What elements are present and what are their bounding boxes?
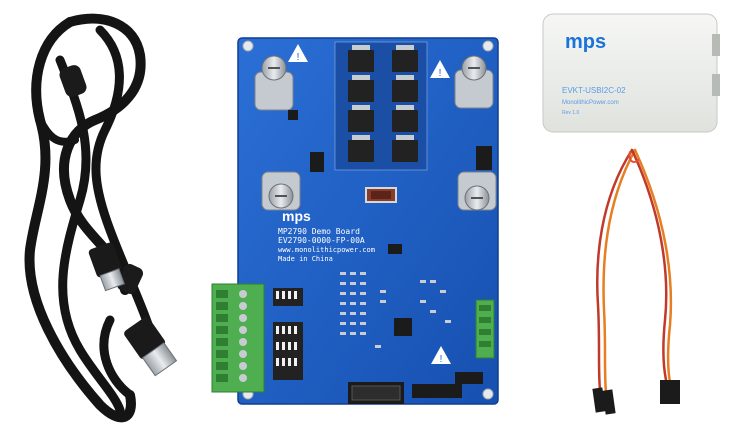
board-part-number: EV2790-0000-FP-00A: [278, 236, 365, 245]
component: [388, 244, 402, 254]
usb-a-plug: [124, 316, 178, 377]
board-logo: mps: [282, 208, 311, 224]
component: [288, 110, 298, 120]
component: [476, 146, 492, 170]
terminal-block: [475, 299, 495, 359]
board-origin: Made in China: [278, 255, 333, 263]
pin-header: [348, 382, 404, 404]
pin-header: [455, 372, 483, 384]
screw-terminal: [457, 171, 497, 211]
board-silkscreen: mps MP2790 Demo Board EV2790-0000-FP-00A…: [278, 208, 375, 263]
warning-icon: !: [431, 346, 451, 365]
ferrite-bead: [116, 264, 144, 294]
jumper-wires: [596, 148, 673, 394]
component: [310, 152, 324, 172]
demo-board: ! ! !: [237, 37, 499, 405]
board-name: MP2790 Demo Board: [278, 227, 360, 236]
controller-ic: [394, 318, 412, 336]
shunt-resistor: [365, 187, 397, 203]
adapter-revision: Rev 1.0: [562, 110, 579, 116]
usb-i2c-adapter: mps EVKT-USBI2C-02 MonolithicPower.com R…: [542, 13, 720, 133]
mounting-hole: [482, 388, 494, 400]
screw-terminal: [254, 55, 294, 111]
dip-switch: [273, 288, 303, 306]
svg-text:!: !: [439, 68, 442, 79]
svg-text:!: !: [297, 52, 300, 63]
warning-icon: !: [430, 60, 450, 79]
mosfet-array: [334, 41, 428, 171]
dupont-connector: [592, 380, 680, 415]
mounting-hole: [482, 40, 494, 52]
adapter-model: EVKT-USBI2C-02: [562, 86, 626, 95]
board-website: www.monolithicpower.com: [278, 246, 375, 254]
pin-header: [412, 384, 462, 398]
usb-b-plug: [88, 242, 125, 292]
screw-terminal: [454, 55, 494, 109]
ferrite-bead: [59, 65, 87, 97]
adapter-logo: mps: [565, 31, 606, 53]
svg-text:!: !: [440, 354, 443, 365]
component-area: [340, 272, 451, 348]
dip-switch: [273, 322, 303, 380]
screw-terminal: [261, 171, 301, 211]
warning-icon: !: [288, 44, 308, 63]
usb-cable: [24, 13, 155, 423]
adapter-website: MonolithicPower.com: [562, 100, 619, 106]
terminal-block: [211, 283, 265, 393]
mounting-hole: [242, 40, 254, 52]
